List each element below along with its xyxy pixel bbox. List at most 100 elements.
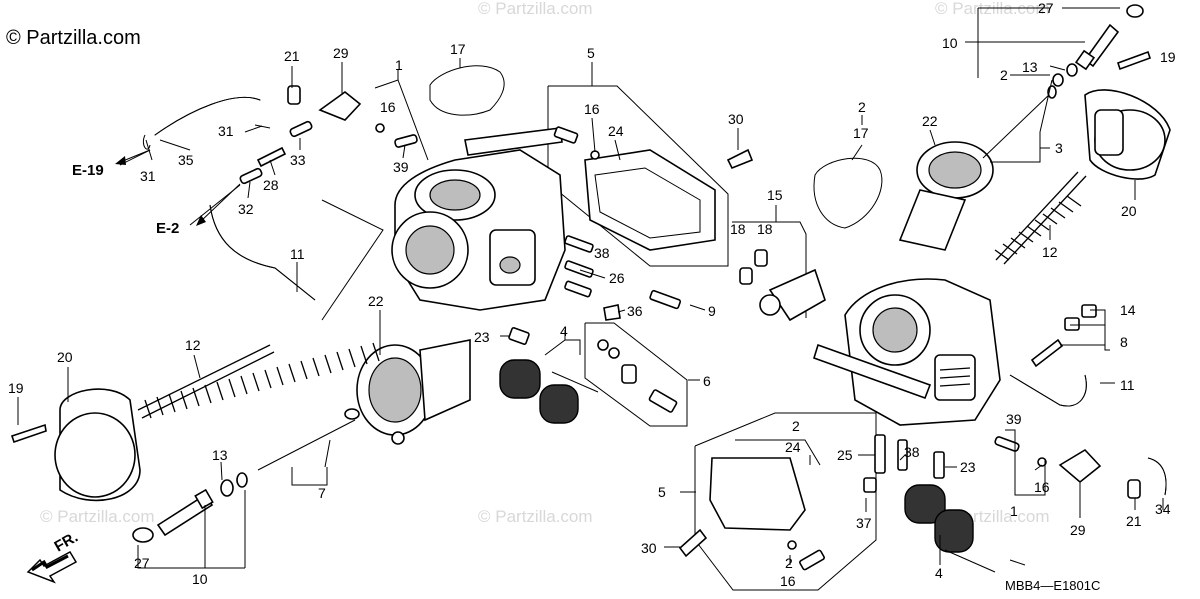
float-left — [499, 359, 599, 424]
callout-16: 16 — [584, 101, 600, 117]
callout-31: 31 — [218, 123, 234, 139]
callout-numbers: 27 10 13 2 19 3 20 12 2 17 22 21 29 1 16… — [8, 0, 1176, 589]
small-parts — [10, 4, 1167, 571]
diagram-code: MBB4—E1801C — [1005, 578, 1100, 593]
callout-27: 27 — [134, 555, 150, 571]
callout-39: 39 — [393, 159, 409, 175]
spring-right — [994, 171, 1087, 265]
callout-7: 7 — [318, 485, 326, 501]
watermark: © Partzilla.com — [478, 0, 593, 18]
callout-31: 31 — [140, 168, 156, 184]
top-cover-left — [54, 388, 141, 502]
watermark: © Partzilla.com — [935, 0, 1050, 18]
callout-23: 23 — [960, 459, 976, 475]
callout-30: 30 — [641, 540, 657, 556]
float-chamber-top — [584, 149, 716, 251]
callout-32: 32 — [238, 201, 254, 217]
carb-body-bracket-left — [321, 199, 384, 321]
callout-5: 5 — [658, 484, 666, 500]
callout-2: 2 — [792, 418, 800, 434]
needle-holder-left — [156, 488, 214, 537]
jet-bracket — [584, 322, 688, 427]
callout-20: 20 — [1121, 203, 1137, 219]
watermarks: © Partzilla.com © Partzilla.com © Partzi… — [40, 0, 1050, 526]
carburetor-body-left — [391, 127, 566, 311]
callout-38: 38 — [594, 245, 610, 261]
callout-3: 3 — [1055, 140, 1063, 156]
callout-27: 27 — [1038, 0, 1054, 16]
callout-21: 21 — [1126, 513, 1142, 529]
vacuum-piston-left — [356, 339, 471, 445]
callout-26: 26 — [609, 270, 625, 286]
callout-28: 28 — [263, 177, 279, 193]
callout-22: 22 — [368, 293, 384, 309]
callout-24: 24 — [608, 123, 624, 139]
callout-2: 2 — [785, 555, 793, 571]
front-label: FR. — [52, 529, 81, 556]
callout-17: 17 — [853, 125, 869, 141]
callout-1: 1 — [1010, 503, 1018, 519]
callout-33: 33 — [290, 152, 306, 168]
callout-1: 1 — [395, 57, 403, 73]
spring-left — [137, 342, 380, 419]
callout-30: 30 — [728, 111, 744, 127]
callout-23: 23 — [474, 329, 490, 345]
float-right — [904, 484, 996, 573]
callout-16: 16 — [1034, 479, 1050, 495]
callout-9: 9 — [708, 303, 716, 319]
callout-24: 24 — [785, 439, 801, 455]
callout-20: 20 — [57, 349, 73, 365]
gasket-top-right — [813, 157, 883, 229]
carburetor-body-right — [813, 278, 1001, 426]
callout-29: 29 — [1070, 522, 1086, 538]
watermark: © Partzilla.com — [478, 507, 593, 526]
callout-8: 8 — [1120, 334, 1128, 350]
callout-19: 19 — [8, 380, 24, 396]
callout-35: 35 — [178, 152, 194, 168]
callout-13: 13 — [1022, 59, 1038, 75]
jet-needle-right — [982, 85, 1057, 159]
callout-19: 19 — [1160, 49, 1176, 65]
top-cover-right — [1084, 89, 1171, 180]
callout-13: 13 — [212, 447, 228, 463]
copyright-text: © Partzilla.com — [6, 27, 141, 49]
callout-2: 2 — [858, 99, 866, 115]
callout-10: 10 — [192, 571, 208, 587]
leader-lines — [17, 7, 1164, 569]
front-direction-arrow: FR. — [26, 529, 81, 584]
callout-16: 16 — [780, 573, 796, 589]
callout-14: 14 — [1120, 302, 1136, 318]
needle-holder-right — [1074, 23, 1120, 71]
callout-22: 22 — [922, 113, 938, 129]
vacuum-piston-right — [898, 141, 994, 251]
callout-18: 18 — [757, 221, 773, 237]
callout-15: 15 — [767, 187, 783, 203]
callout-21: 21 — [284, 48, 300, 64]
reference-e19: E-19 — [72, 162, 104, 179]
jet-needle-left — [257, 408, 360, 471]
callout-4: 4 — [560, 323, 568, 339]
float-chamber-bottom — [709, 439, 821, 531]
callout-38: 38 — [904, 444, 920, 460]
callout-17: 17 — [450, 41, 466, 57]
callout-11: 11 — [1120, 377, 1135, 393]
watermark: © Partzilla.com — [40, 507, 155, 526]
callout-25: 25 — [837, 447, 853, 463]
callout-12: 12 — [185, 337, 201, 353]
callout-4: 4 — [935, 565, 943, 581]
callout-11: 11 — [290, 246, 305, 262]
callout-34: 34 — [1155, 501, 1171, 517]
callout-37: 37 — [856, 515, 872, 531]
float-chamber-bracket-bottom — [694, 412, 877, 591]
callout-2: 2 — [1000, 67, 1008, 83]
callout-29: 29 — [333, 45, 349, 61]
callout-6: 6 — [703, 373, 711, 389]
callout-16: 16 — [380, 99, 396, 115]
callout-5: 5 — [587, 45, 595, 61]
gasket-top-left — [429, 65, 505, 116]
callout-36: 36 — [627, 303, 643, 319]
callout-39: 39 — [1006, 411, 1022, 427]
reference-e2: E-2 — [156, 220, 179, 237]
callout-18: 18 — [730, 221, 746, 237]
